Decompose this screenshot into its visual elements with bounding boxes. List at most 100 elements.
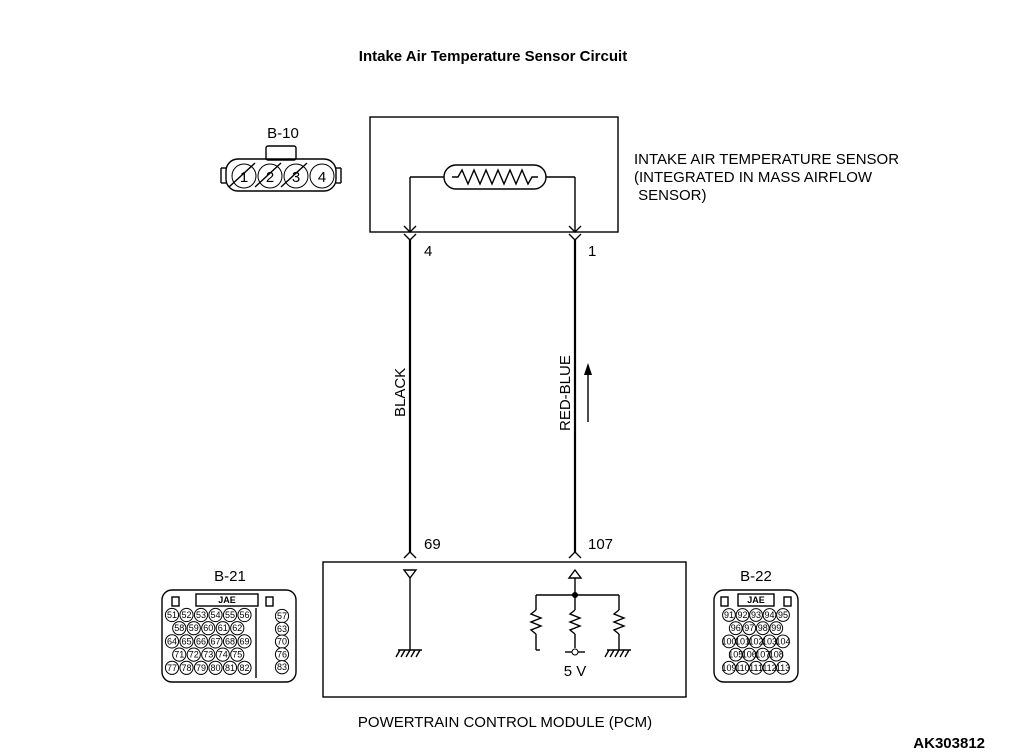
sensor-label-line-3: SENSOR) <box>634 187 707 204</box>
b21-pin: 59 <box>186 621 201 636</box>
b22-pin: 106 <box>742 647 757 662</box>
b21-pin: 70 <box>274 634 290 649</box>
b21-pin: 66 <box>193 634 209 649</box>
diagram-title: Intake Air Temperature Sensor Circuit <box>359 48 627 65</box>
connector-b10-label: B-10 <box>267 125 299 142</box>
svg-text:67: 67 <box>210 636 220 646</box>
svg-text:104: 104 <box>775 636 790 646</box>
svg-text:110: 110 <box>735 663 749 673</box>
b21-pin: 77 <box>164 660 180 675</box>
pcm-block: 5 V <box>322 561 687 698</box>
b10-pin-4: 4 <box>318 169 326 186</box>
b21-pin: 65 <box>179 634 194 649</box>
b22-pin: 101 <box>735 634 750 649</box>
svg-text:55: 55 <box>225 610 235 620</box>
b21-pin: 72 <box>186 647 201 662</box>
svg-text:60: 60 <box>203 623 213 633</box>
svg-text:94: 94 <box>764 610 774 620</box>
svg-text:95: 95 <box>778 610 788 620</box>
connector-b10: B-10 1 2 3 4 <box>220 125 342 192</box>
svg-text:71: 71 <box>174 650 184 660</box>
svg-text:102: 102 <box>748 636 763 646</box>
b21-pin: 78 <box>179 660 194 675</box>
svg-text:72: 72 <box>189 650 199 660</box>
b22-pin: 99 <box>769 621 784 636</box>
sensor-label-line-1: INTAKE AIR TEMPERATURE SENSOR <box>634 151 899 168</box>
svg-text:63: 63 <box>277 624 287 634</box>
svg-text:100: 100 <box>721 636 736 646</box>
b22-pin: 92 <box>735 608 750 622</box>
b21-pin: 80 <box>208 660 223 675</box>
b21-maker: JAE <box>218 595 236 605</box>
b22-pin: 107 <box>755 647 770 662</box>
svg-text:103: 103 <box>762 636 777 646</box>
svg-text:99: 99 <box>771 623 781 633</box>
b21-pin: 58 <box>172 621 187 636</box>
sensor-label-line-2: (INTEGRATED IN MASS AIRFLOW <box>634 169 873 186</box>
b21-pin: 54 <box>208 607 223 623</box>
svg-text:98: 98 <box>758 623 768 633</box>
svg-text:111: 111 <box>749 663 763 673</box>
svg-text:66: 66 <box>196 636 206 646</box>
b21-pin: 68 <box>222 634 238 649</box>
svg-text:77: 77 <box>167 663 177 673</box>
b21-pin: 81 <box>222 660 238 675</box>
svg-text:62: 62 <box>232 623 242 633</box>
b21-pin: 51 <box>164 607 180 623</box>
svg-text:54: 54 <box>210 610 220 620</box>
svg-text:107: 107 <box>755 650 770 660</box>
svg-text:69: 69 <box>239 636 249 646</box>
svg-text:73: 73 <box>203 650 213 660</box>
b21-pin: 53 <box>193 607 209 623</box>
b22-maker: JAE <box>747 595 765 605</box>
b21-pin: 83 <box>274 660 290 675</box>
svg-text:79: 79 <box>196 663 206 673</box>
svg-text:74: 74 <box>218 650 228 660</box>
b22-pin: 108 <box>769 647 784 662</box>
svg-text:105: 105 <box>728 650 743 660</box>
svg-text:52: 52 <box>181 610 191 620</box>
connector-b22-label: B-22 <box>740 568 772 585</box>
b22-pin: 111 <box>749 660 763 675</box>
svg-text:65: 65 <box>181 636 191 646</box>
b21-pin: 79 <box>193 660 209 675</box>
svg-text:58: 58 <box>174 623 184 633</box>
b21-pin: 73 <box>201 647 216 662</box>
svg-text:80: 80 <box>210 663 220 673</box>
b22-pin: 91 <box>722 608 736 622</box>
pcm-pin-69: 69 <box>424 536 441 553</box>
b21-pin: 64 <box>164 634 180 649</box>
b21-pin: 55 <box>222 607 238 623</box>
svg-text:75: 75 <box>232 650 242 660</box>
b22-pin: 93 <box>749 608 763 622</box>
b22-pin: 110 <box>735 660 750 675</box>
b22-pin: 94 <box>762 608 777 622</box>
b21-pin: 71 <box>172 647 187 662</box>
svg-text:112: 112 <box>762 663 776 673</box>
svg-text:76: 76 <box>277 649 287 659</box>
sensor-pin-1: 1 <box>588 243 596 260</box>
svg-text:57: 57 <box>277 611 287 621</box>
pcm-label: POWERTRAIN CONTROL MODULE (PCM) <box>358 714 652 731</box>
b21-pin: 57 <box>274 608 290 624</box>
svg-text:92: 92 <box>737 610 747 620</box>
svg-text:78: 78 <box>181 663 191 673</box>
b22-pin: 113 <box>776 660 790 675</box>
b22-pin: 103 <box>762 634 777 649</box>
b22-pin: 102 <box>748 634 764 649</box>
svg-text:70: 70 <box>277 637 287 647</box>
b22-pin: 96 <box>728 621 743 636</box>
wire-black-label: BLACK <box>392 368 409 417</box>
b22-pin: 104 <box>775 634 791 649</box>
b21-pin: 52 <box>179 607 194 623</box>
b21-pin: 67 <box>208 634 223 649</box>
svg-text:109: 109 <box>721 663 736 673</box>
sensor-pin-4: 4 <box>424 243 432 260</box>
svg-text:56: 56 <box>239 610 249 620</box>
b10-pin-1: 1 <box>240 169 248 186</box>
svg-text:83: 83 <box>277 662 287 672</box>
b21-pin: 69 <box>237 634 252 649</box>
